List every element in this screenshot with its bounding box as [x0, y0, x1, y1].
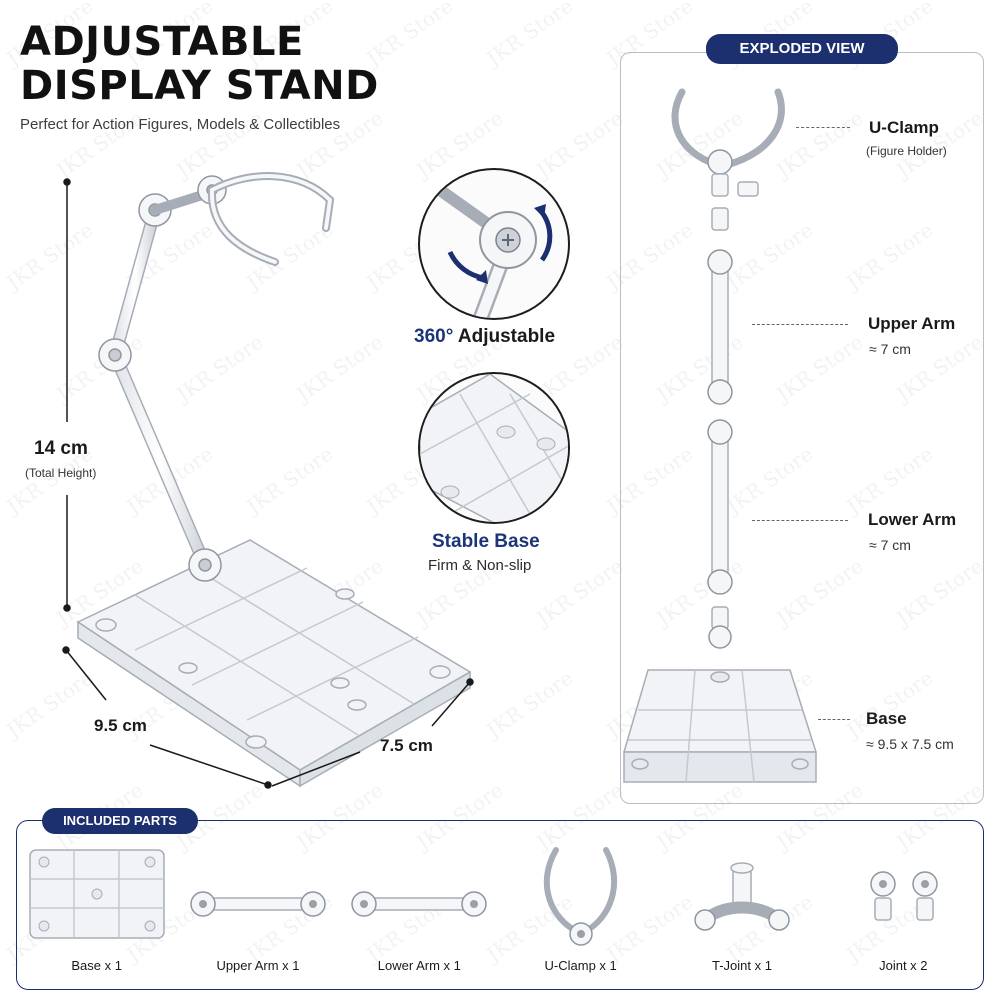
height-value: 14 cm: [34, 438, 88, 459]
assembled-stand-illustration: [62, 172, 474, 789]
page-subtitle: Perfect for Action Figures, Models & Col…: [20, 116, 341, 133]
exploded-label-lower-arm: Lower Arm: [868, 510, 957, 529]
feature-adjustable-title: 360° Adjustable: [414, 326, 555, 348]
title-block: ADJUSTABLE DISPLAY STAND Perfect for Act…: [20, 20, 460, 133]
u-clamp-icon: [543, 847, 617, 946]
exploded-label-u-clamp: U-Clamp: [869, 118, 939, 137]
included-part-t-joint-label: T-Joint x 1: [711, 958, 772, 973]
exploded-view-illustration: [622, 88, 818, 783]
height-note: (Total Height): [25, 466, 97, 480]
base-closeup-icon: [420, 374, 568, 522]
exploded-base: [622, 669, 818, 783]
base-plate-icon: [28, 849, 165, 939]
joint-closeup-circle: [418, 168, 570, 320]
lower-arm-leader-line: [752, 520, 848, 521]
included-part-u-clamp: U-Clamp x 1: [500, 836, 661, 986]
exploded-lower-arm: [707, 419, 733, 595]
included-part-t-joint: T-Joint x 1: [661, 836, 822, 986]
arm-rod-icon: [190, 891, 326, 917]
width-value: 9.5 cm: [94, 716, 147, 735]
included-part-upper-arm: Upper Arm x 1: [177, 836, 338, 986]
included-part-joint-label: Joint x 2: [879, 958, 928, 973]
included-part-joint: Joint x 2: [823, 836, 984, 986]
included-part-lower-arm-label: Lower Arm x 1: [377, 958, 461, 973]
feature-adjustable-rest: Adjustable: [457, 326, 556, 347]
included-parts-row: Base x 1 Upper Arm x 1 Lower Arm x 1 U-C…: [16, 836, 984, 986]
included-part-u-clamp-label: U-Clamp x 1: [544, 958, 617, 973]
feature-base-subtitle: Firm & Non-slip: [428, 557, 532, 574]
included-part-upper-arm-label: Upper Arm x 1: [216, 958, 300, 973]
joint-icon: [870, 871, 939, 921]
exploded-label-base: Base: [866, 709, 907, 728]
page-title: ADJUSTABLE DISPLAY STAND: [20, 20, 460, 108]
included-parts-heading: INCLUDED PARTS: [42, 808, 198, 834]
exploded-label-upper-arm: Upper Arm: [868, 314, 956, 333]
exploded-detail-u-clamp: (Figure Holder): [866, 144, 947, 158]
exploded-upper-arm: [707, 249, 733, 405]
exploded-u-clamp: [671, 88, 785, 168]
exploded-detail-base: ≈ 9.5 x 7.5 cm: [866, 736, 954, 752]
title-line-1: ADJUSTABLE: [20, 19, 304, 65]
depth-value: 7.5 cm: [380, 736, 433, 755]
exploded-detail-upper-arm: ≈ 7 cm: [869, 341, 911, 357]
rotate-arrows-icon: [434, 184, 553, 318]
base-plate: [76, 539, 472, 788]
exploded-view-heading: EXPLODED VIEW: [706, 34, 898, 64]
base-leader-line: [818, 719, 850, 720]
included-part-lower-arm: Lower Arm x 1: [339, 836, 500, 986]
included-part-base-label: Base x 1: [71, 958, 122, 973]
base-closeup-circle: [418, 372, 570, 524]
arm-rod-icon: [351, 891, 488, 917]
upper-arm-leader-line: [752, 324, 848, 325]
feature-adjustable-accent: 360°: [414, 326, 454, 347]
feature-base-title: Stable Base: [432, 531, 540, 552]
width-dimension-line: [62, 646, 272, 789]
height-dimension-line: [63, 178, 71, 612]
u-clamp-leader-line: [796, 127, 850, 128]
included-part-base: Base x 1: [16, 836, 177, 986]
title-line-2: DISPLAY STAND: [20, 63, 379, 109]
t-joint-icon: [694, 862, 790, 931]
exploded-detail-lower-arm: ≈ 7 cm: [869, 537, 911, 553]
included-parts-panel: [16, 820, 984, 990]
depth-dimension-line: [271, 678, 474, 787]
